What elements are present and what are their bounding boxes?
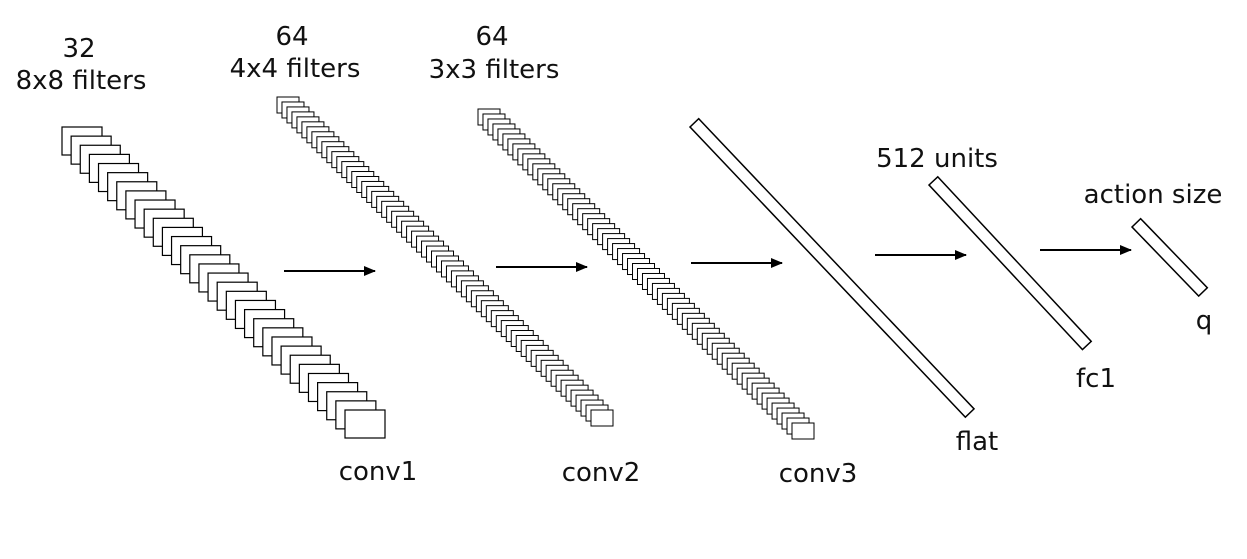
conv1-name-label: conv1 [338,457,418,487]
conv2-filter-size-label: 4x4 filters [229,54,361,84]
conv1-filter-map [344,409,386,439]
fc1-name-label: fc1 [1076,364,1116,394]
conv2-count-label: 64 [275,22,309,52]
conv3-name-label: conv3 [778,459,858,489]
fc1-layer-bar [927,175,1093,351]
q-layer-bar [1130,217,1209,298]
conv2-filter-map [590,409,614,427]
conv1-count-label: 32 [62,34,96,64]
conv1-filter-stack [61,126,386,439]
conv3-filter-size-label: 3x3 filters [428,55,560,85]
flat-layer-bar [688,117,976,419]
fc1-units-label: 512 units [876,144,998,174]
conv1-filter-size-label: 8x8 filters [15,66,147,96]
conv3-count-label: 64 [475,22,509,52]
q-name-label: q [1195,306,1213,336]
conv3-filter-map [791,422,815,440]
q-action-size-label: action size [1083,180,1223,210]
conv2-name-label: conv2 [561,458,641,488]
flat-name-label: flat [955,427,999,457]
conv2-filter-stack [276,96,614,427]
conv3-filter-stack [477,108,815,440]
